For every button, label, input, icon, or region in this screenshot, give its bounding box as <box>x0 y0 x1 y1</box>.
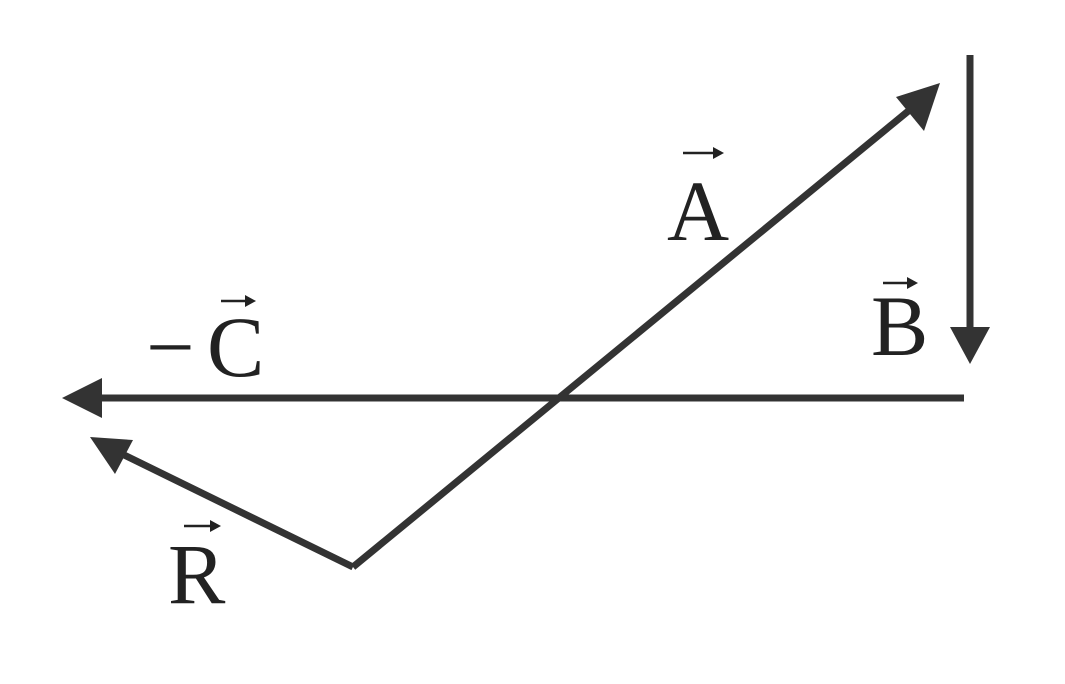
label-r-overarrow-head <box>210 520 221 532</box>
vector-neg-c <box>62 378 964 418</box>
label-a-text: A <box>667 163 729 259</box>
vector-neg-c-arrowhead <box>62 378 102 418</box>
vector-r-shaft <box>116 448 355 571</box>
label-neg-c: − C <box>146 295 264 395</box>
vector-a-arrowhead <box>896 83 940 131</box>
label-b-overarrow-head <box>907 277 918 289</box>
label-neg-c-overarrow-head <box>245 295 256 307</box>
vector-a-shaft <box>350 105 915 570</box>
label-b: B <box>871 277 928 374</box>
vector-a <box>350 83 940 570</box>
vector-r <box>90 437 355 571</box>
vector-b-arrowhead <box>950 327 990 364</box>
label-neg-c-text: C <box>207 299 264 395</box>
label-a-overarrow-head <box>713 147 724 159</box>
label-neg-c-minus: − <box>146 299 195 395</box>
label-r-text: R <box>168 526 226 622</box>
vector-r-arrowhead <box>90 437 133 474</box>
vector-b <box>950 55 990 364</box>
label-b-text: B <box>871 278 928 374</box>
label-a: A <box>667 147 729 259</box>
label-r: R <box>168 520 226 622</box>
